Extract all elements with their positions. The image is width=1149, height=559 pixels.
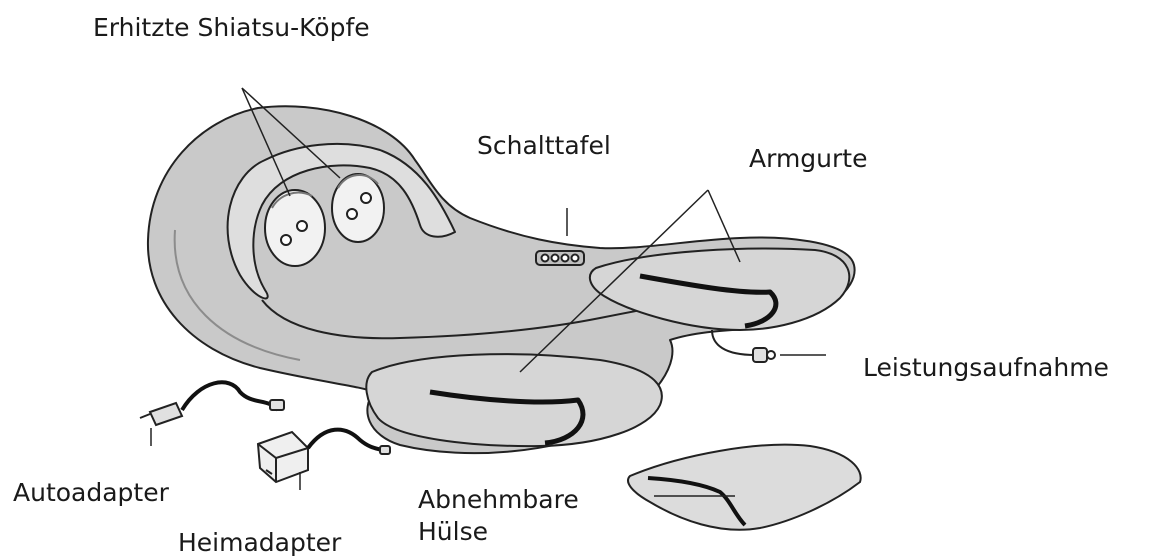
label-control-panel: Schalttafel <box>477 130 611 162</box>
control-panel <box>536 251 584 265</box>
label-power-input: Leistungsaufnahme <box>863 352 1109 384</box>
power-cord <box>712 330 775 362</box>
home-adapter-illustration <box>258 430 390 482</box>
label-arm-straps: Armgurte <box>749 143 867 175</box>
car-adapter-illustration <box>140 382 284 425</box>
detachable-sleeve-illustration <box>628 445 861 530</box>
label-sleeve-line2: Hülse <box>418 516 579 548</box>
label-car-adapter: Autoadapter <box>13 477 169 509</box>
label-sleeve-line1: Abnehmbare <box>418 484 579 516</box>
shiatsu-head-left <box>265 190 325 266</box>
label-home-adapter: Heimadapter <box>178 527 341 559</box>
label-heated-shiatsu-heads: Erhitzte Shiatsu-Köpfe <box>93 12 370 44</box>
label-detachable-sleeve: Abnehmbare Hülse <box>418 484 579 548</box>
